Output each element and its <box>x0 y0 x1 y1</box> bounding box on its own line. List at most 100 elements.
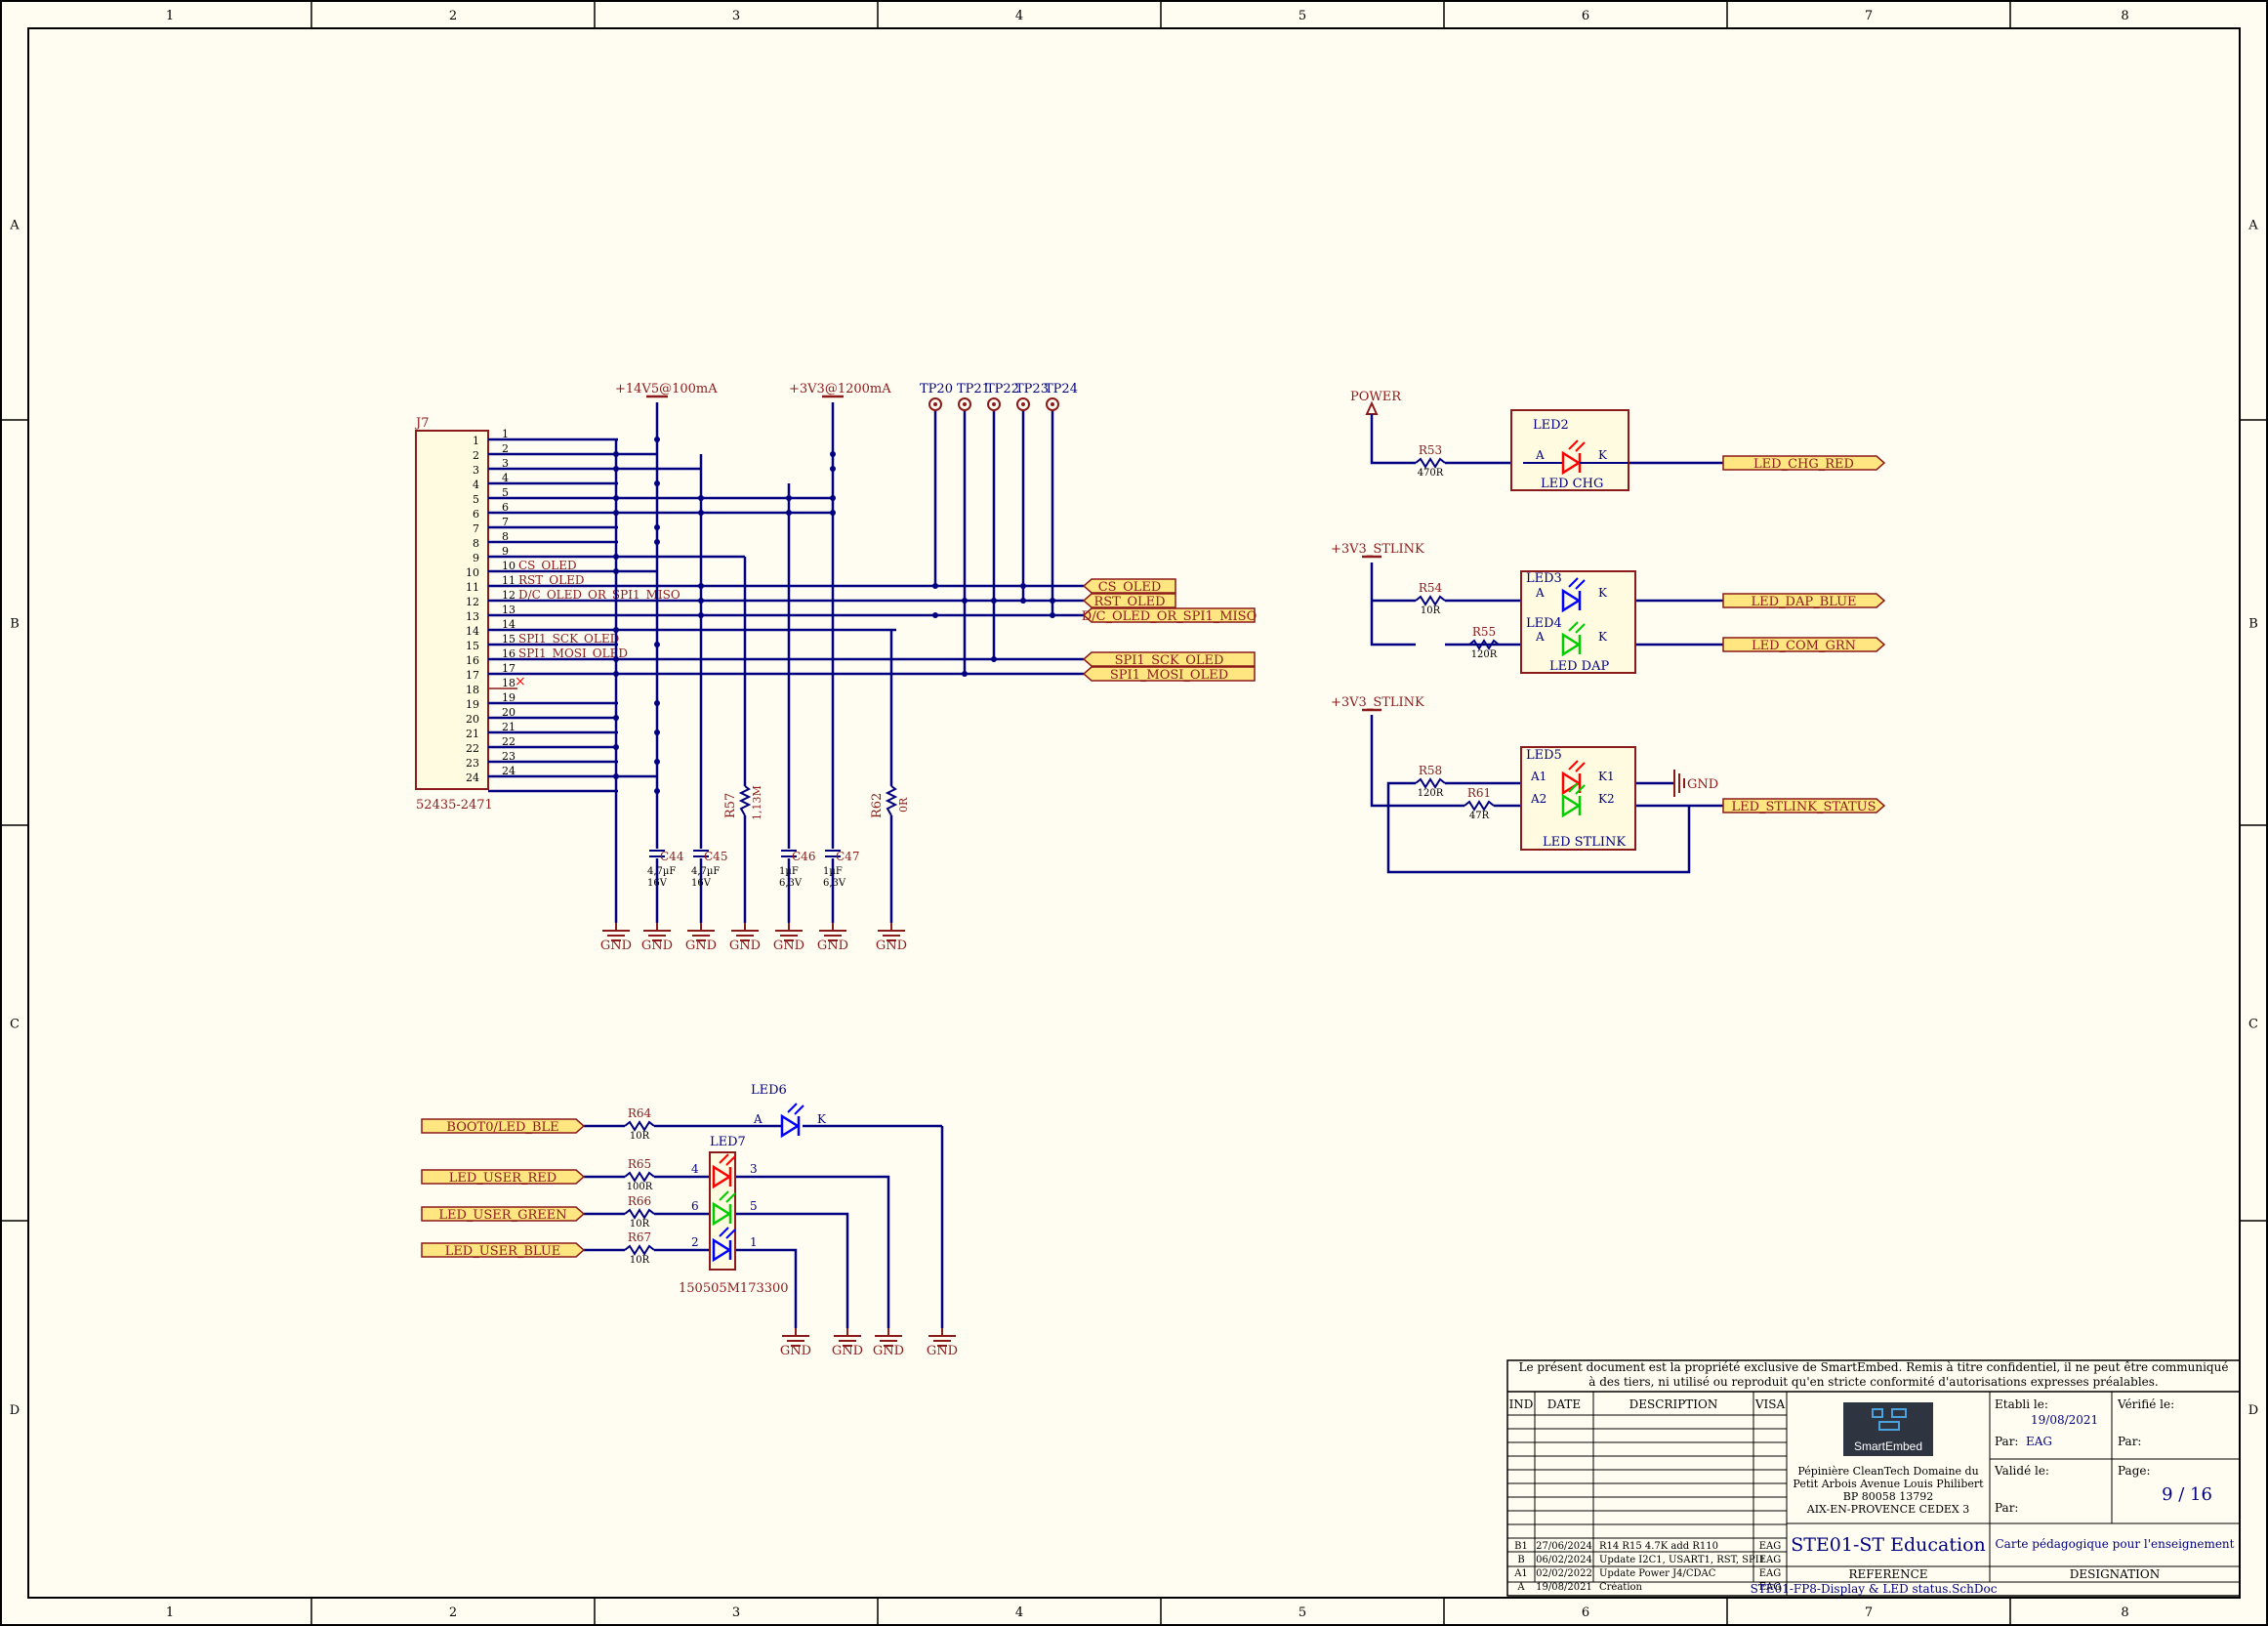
resistor-value: 120R <box>1418 788 1444 799</box>
led5-pin-a1: A1 <box>1530 770 1546 783</box>
logo-text: SmartEmbed <box>1854 1439 1922 1453</box>
j7-pin-number: 2 <box>473 449 479 462</box>
led5-name: LED STLINK <box>1543 835 1626 850</box>
j7-pin-label: 14 <box>502 618 515 631</box>
testpoint-icon <box>1016 397 1030 411</box>
led-status-section: POWER +3V3_STLINK +3V3_STLINK <box>1331 390 1723 874</box>
col-label-top: 5 <box>1299 9 1306 23</box>
led4-diode-icon <box>1561 621 1586 657</box>
hdr-desc: DESCRIPTION <box>1629 1397 1718 1411</box>
rev-date: 02/02/2022 <box>1536 1568 1592 1579</box>
rev-date: 19/08/2021 <box>1536 1582 1592 1593</box>
net-port <box>421 1169 586 1185</box>
resistor-value: 10R <box>630 1131 650 1142</box>
j7-pin-number: 8 <box>473 537 479 550</box>
resistor-r55-icon <box>1468 639 1500 650</box>
led7-pin-1: 1 <box>750 1235 758 1249</box>
row-label-right: D <box>2248 1403 2258 1418</box>
notice-line-1: Le présent document est la propriété exc… <box>1519 1360 2229 1374</box>
testpoint-label: TP22 <box>986 382 1019 396</box>
testpoint-label: TP23 <box>1015 382 1049 396</box>
col-label-bottom: 4 <box>1015 1605 1023 1620</box>
port-group-oled: CS_OLEDRST_OLEDD/C_OLED_OR_SPI1_MISOSPI1… <box>1082 578 1257 683</box>
par2-label: Par: <box>2118 1435 2141 1448</box>
j7-pin-number: 11 <box>466 581 479 594</box>
j7-pin-number: 20 <box>466 713 479 726</box>
j7-pin-number: 3 <box>473 464 479 477</box>
rev-visa: EAG <box>1759 1582 1782 1593</box>
led7-green-diode-icon <box>712 1190 736 1227</box>
address-line-4: AIX-EN-PROVENCE CEDEX 3 <box>1806 1503 1970 1516</box>
j7-pin-number: 17 <box>466 669 479 682</box>
led5-pin-a2: A2 <box>1530 792 1546 806</box>
resistor-ref: R67 <box>628 1230 651 1244</box>
resistor-value: 10R <box>1421 605 1441 616</box>
net-port <box>1722 593 1886 608</box>
net-port <box>1082 593 1176 608</box>
led4-pin-a: A <box>1535 630 1545 644</box>
rev-ind: A <box>1516 1582 1525 1593</box>
j7-pin-label: 16 <box>502 647 515 660</box>
col-label-bottom: 2 <box>449 1605 457 1620</box>
led4-pin-k: K <box>1598 630 1608 644</box>
cap-value: 4,7µF <box>647 866 676 877</box>
gnd-label: GND <box>773 938 804 953</box>
led3-ref: LED3 <box>1526 571 1562 586</box>
j7-pin-number: 21 <box>466 728 479 740</box>
resistor-r62: R62 0R <box>870 785 910 818</box>
gnd-label: GND <box>685 938 717 953</box>
user-led-section: LED6 A K LED7 150505M173300 4 3 6 5 2 1 <box>584 1083 944 1328</box>
j7-pin-number: 16 <box>466 654 479 667</box>
rev-date: 06/02/2024 <box>1536 1555 1592 1565</box>
resistor-ref: R64 <box>628 1106 652 1120</box>
led6-pin-a: A <box>753 1112 763 1126</box>
led7-pin-2: 2 <box>691 1235 699 1249</box>
etabli-label: Etabli le: <box>1995 1397 2048 1411</box>
hdr-date: DATE <box>1547 1397 1581 1411</box>
net-port-label: LED_USER_BLUE <box>445 1244 561 1259</box>
j7-pin-number: 14 <box>466 625 479 638</box>
net-port-label: BOOT0/LED_BLE <box>446 1120 558 1135</box>
j7-pin-label: 24 <box>502 765 515 777</box>
par-label: Par: <box>1995 1435 2018 1448</box>
stlink2-label: +3V3_STLINK <box>1331 695 1424 710</box>
j7-pin-number: 19 <box>466 698 479 711</box>
resistor-r58-icon <box>1415 777 1446 789</box>
rev-visa: EAG <box>1759 1541 1782 1552</box>
cap-voltage: 16V <box>691 878 712 889</box>
j7-pin-number: 9 <box>473 552 479 564</box>
r57-ref: R57 <box>723 793 738 818</box>
resistor-r53-icon <box>1415 457 1446 469</box>
resistor-ref: R61 <box>1467 786 1491 800</box>
verifie-label: Vérifié le: <box>2117 1397 2174 1411</box>
col-label-top: 2 <box>449 9 457 23</box>
net-port <box>1082 607 1256 623</box>
title-block: Le présent document est la propriété exc… <box>1506 1359 2241 1597</box>
net-port-label: SPI1_SCK_OLED <box>1115 653 1224 668</box>
hdr-ind: IND <box>1509 1397 1534 1411</box>
rev-ind: B <box>1517 1555 1524 1565</box>
net-port <box>1722 455 1886 471</box>
j7-pin-net: D/C_OLED_OR_SPI1_MISO <box>518 588 680 602</box>
col-label-top: 7 <box>1865 9 1873 23</box>
net-port-label: LED_DAP_BLUE <box>1751 595 1856 609</box>
cap-value: 4,7µF <box>691 866 720 877</box>
led7-pin-6: 6 <box>691 1199 699 1213</box>
cap-value: 1µF <box>779 866 799 877</box>
j7-pin-label: 3 <box>502 457 509 470</box>
resistor-r64-icon <box>624 1120 655 1132</box>
j7-pin-label: 6 <box>502 501 509 514</box>
j7-pin-number: 23 <box>466 757 479 770</box>
power-3v3: +3V3@1200mA <box>789 382 891 398</box>
row-label-left: C <box>10 1018 20 1032</box>
resistor-ref: R55 <box>1472 625 1496 639</box>
j7-part: 52435-2471 <box>416 798 493 813</box>
resistor-ref: R54 <box>1419 581 1443 595</box>
j7-pin-number: 10 <box>466 566 479 579</box>
j7-pin-number: 22 <box>466 742 479 755</box>
j7-pin-number: 5 <box>473 493 479 506</box>
j7-pin-number: 6 <box>473 508 479 521</box>
j7-pin-net: SPI1_MOSI_OLED <box>518 646 628 660</box>
